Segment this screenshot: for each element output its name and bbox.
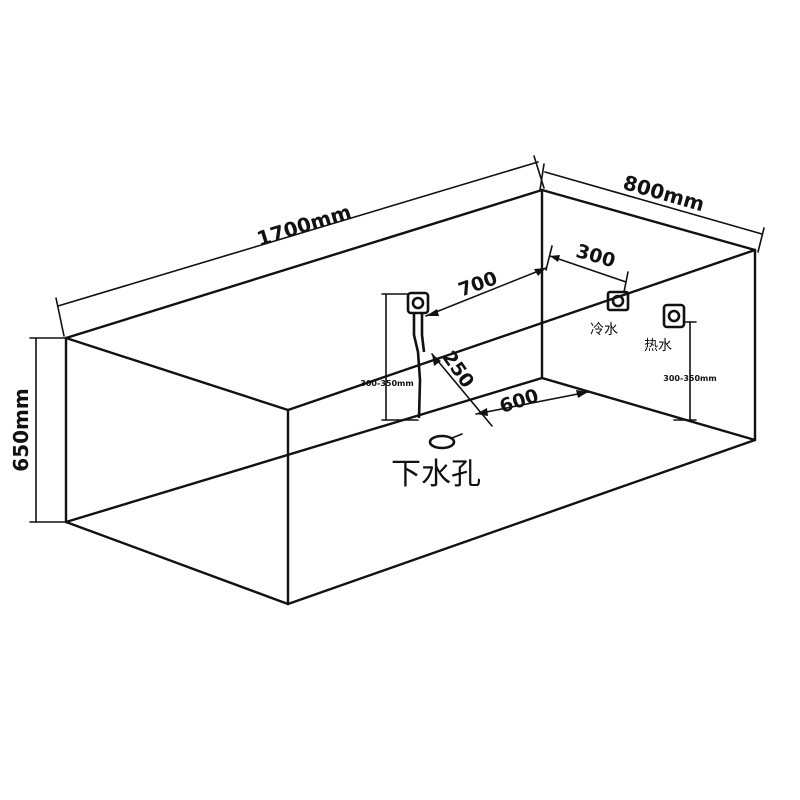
length-label: 1700mm	[254, 200, 354, 251]
height-label: 650mm	[9, 388, 33, 471]
dimension-faucet-offset: 700	[425, 267, 547, 317]
faucet-assembly: 300-350mm	[360, 291, 430, 421]
edge-top-left-short	[64, 336, 290, 412]
valve-spacing-label: 300	[574, 240, 618, 272]
drain-hole: 下水孔	[391, 433, 481, 492]
valve-height-left-label: 300-350mm	[360, 379, 413, 388]
faucet-valve-icon	[406, 291, 430, 315]
drain-hole-label: 下水孔	[391, 457, 481, 492]
dimension-width: 800mm	[539, 163, 765, 253]
drain-hole-icon	[428, 434, 456, 450]
edge-bottom-left	[64, 520, 290, 606]
edge-bottom-back-long	[64, 376, 544, 524]
hot-water-label: 热水	[644, 338, 672, 354]
faucet-offset-label: 700	[456, 267, 501, 301]
cold-valve-icon	[606, 290, 630, 312]
cold-water-valve: 冷水	[590, 290, 630, 338]
dimension-drain-front: 600	[475, 385, 589, 418]
edge-top-right-short	[540, 188, 757, 252]
dimension-valve-spacing: 300	[545, 240, 629, 293]
edge-bottom-front	[286, 438, 757, 606]
dimension-length: 1700mm	[55, 155, 545, 337]
edge-top-front-long	[286, 248, 757, 412]
edge-bottom-right	[540, 376, 757, 442]
box-outline	[64, 188, 757, 606]
hot-water-valve: 热水 300-350mm	[644, 303, 717, 421]
hot-valve-icon	[662, 303, 686, 329]
drain-side-label: 250	[438, 347, 479, 392]
dimension-height: 650mm	[9, 337, 67, 523]
edge-top-back-long	[64, 188, 544, 340]
width-label: 800mm	[621, 170, 708, 216]
cold-water-label: 冷水	[590, 322, 618, 338]
valve-height-right-label: 300-350mm	[663, 374, 716, 383]
